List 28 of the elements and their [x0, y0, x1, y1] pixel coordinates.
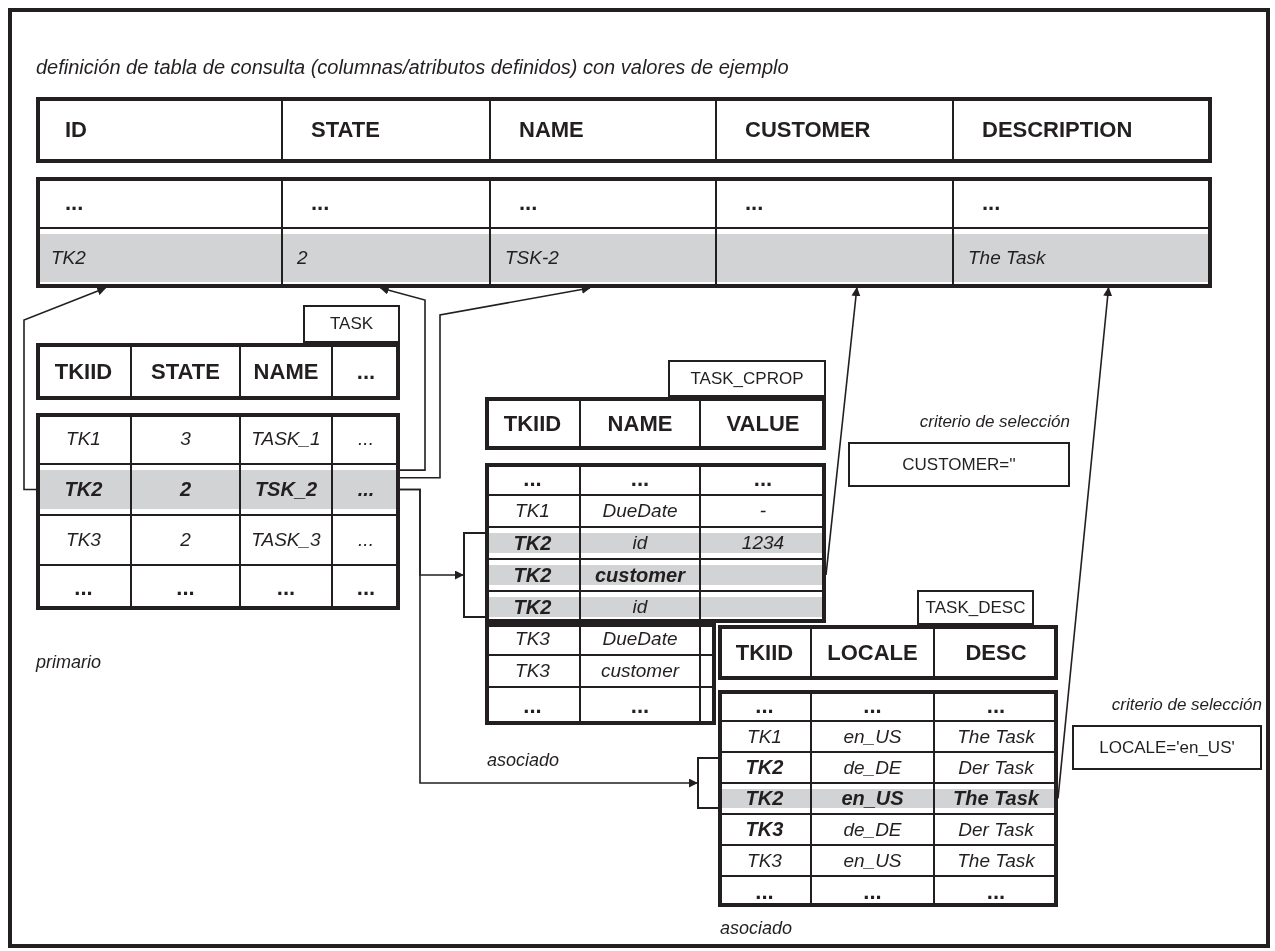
table-cell: en_US: [811, 845, 934, 876]
arrow: [23, 286, 107, 491]
table-cell: id: [580, 527, 700, 559]
table-cell: TSK_2: [240, 464, 332, 515]
table-cell: 2: [131, 464, 240, 515]
condition-caption: criterio de selección: [919, 412, 1070, 432]
table-cell: customer: [580, 655, 700, 687]
table-cell: TASK_3: [240, 515, 332, 565]
table-cell: DueDate: [580, 495, 700, 527]
condition-box: CUSTOMER='': [848, 442, 1070, 487]
table-cell: de_DE: [811, 752, 934, 783]
table-role-label: asociado: [487, 750, 560, 771]
table-role-label: asociado: [720, 918, 793, 939]
table-name-tag: TASK: [303, 305, 400, 343]
bracket: [463, 532, 485, 618]
table-role-label: primario: [36, 652, 101, 673]
table-cell: en_US: [811, 721, 934, 752]
bracket: [697, 757, 718, 809]
table-cell: de_DE: [811, 814, 934, 845]
table-name-tag: TASK_CPROP: [668, 360, 826, 397]
table-name-tag: TASK_DESC: [917, 590, 1034, 625]
table-cell: 2: [131, 515, 240, 565]
condition-box: LOCALE='en_US': [1072, 725, 1262, 770]
arrow: [399, 488, 698, 788]
condition-caption: criterio de selección: [1111, 695, 1262, 715]
table-cell: en_US: [811, 783, 934, 814]
diagram-title: definición de tabla de consulta (columnas/atributos definidos) con valores de ejemplo: [36, 56, 789, 79]
table-cell: customer: [580, 559, 700, 591]
